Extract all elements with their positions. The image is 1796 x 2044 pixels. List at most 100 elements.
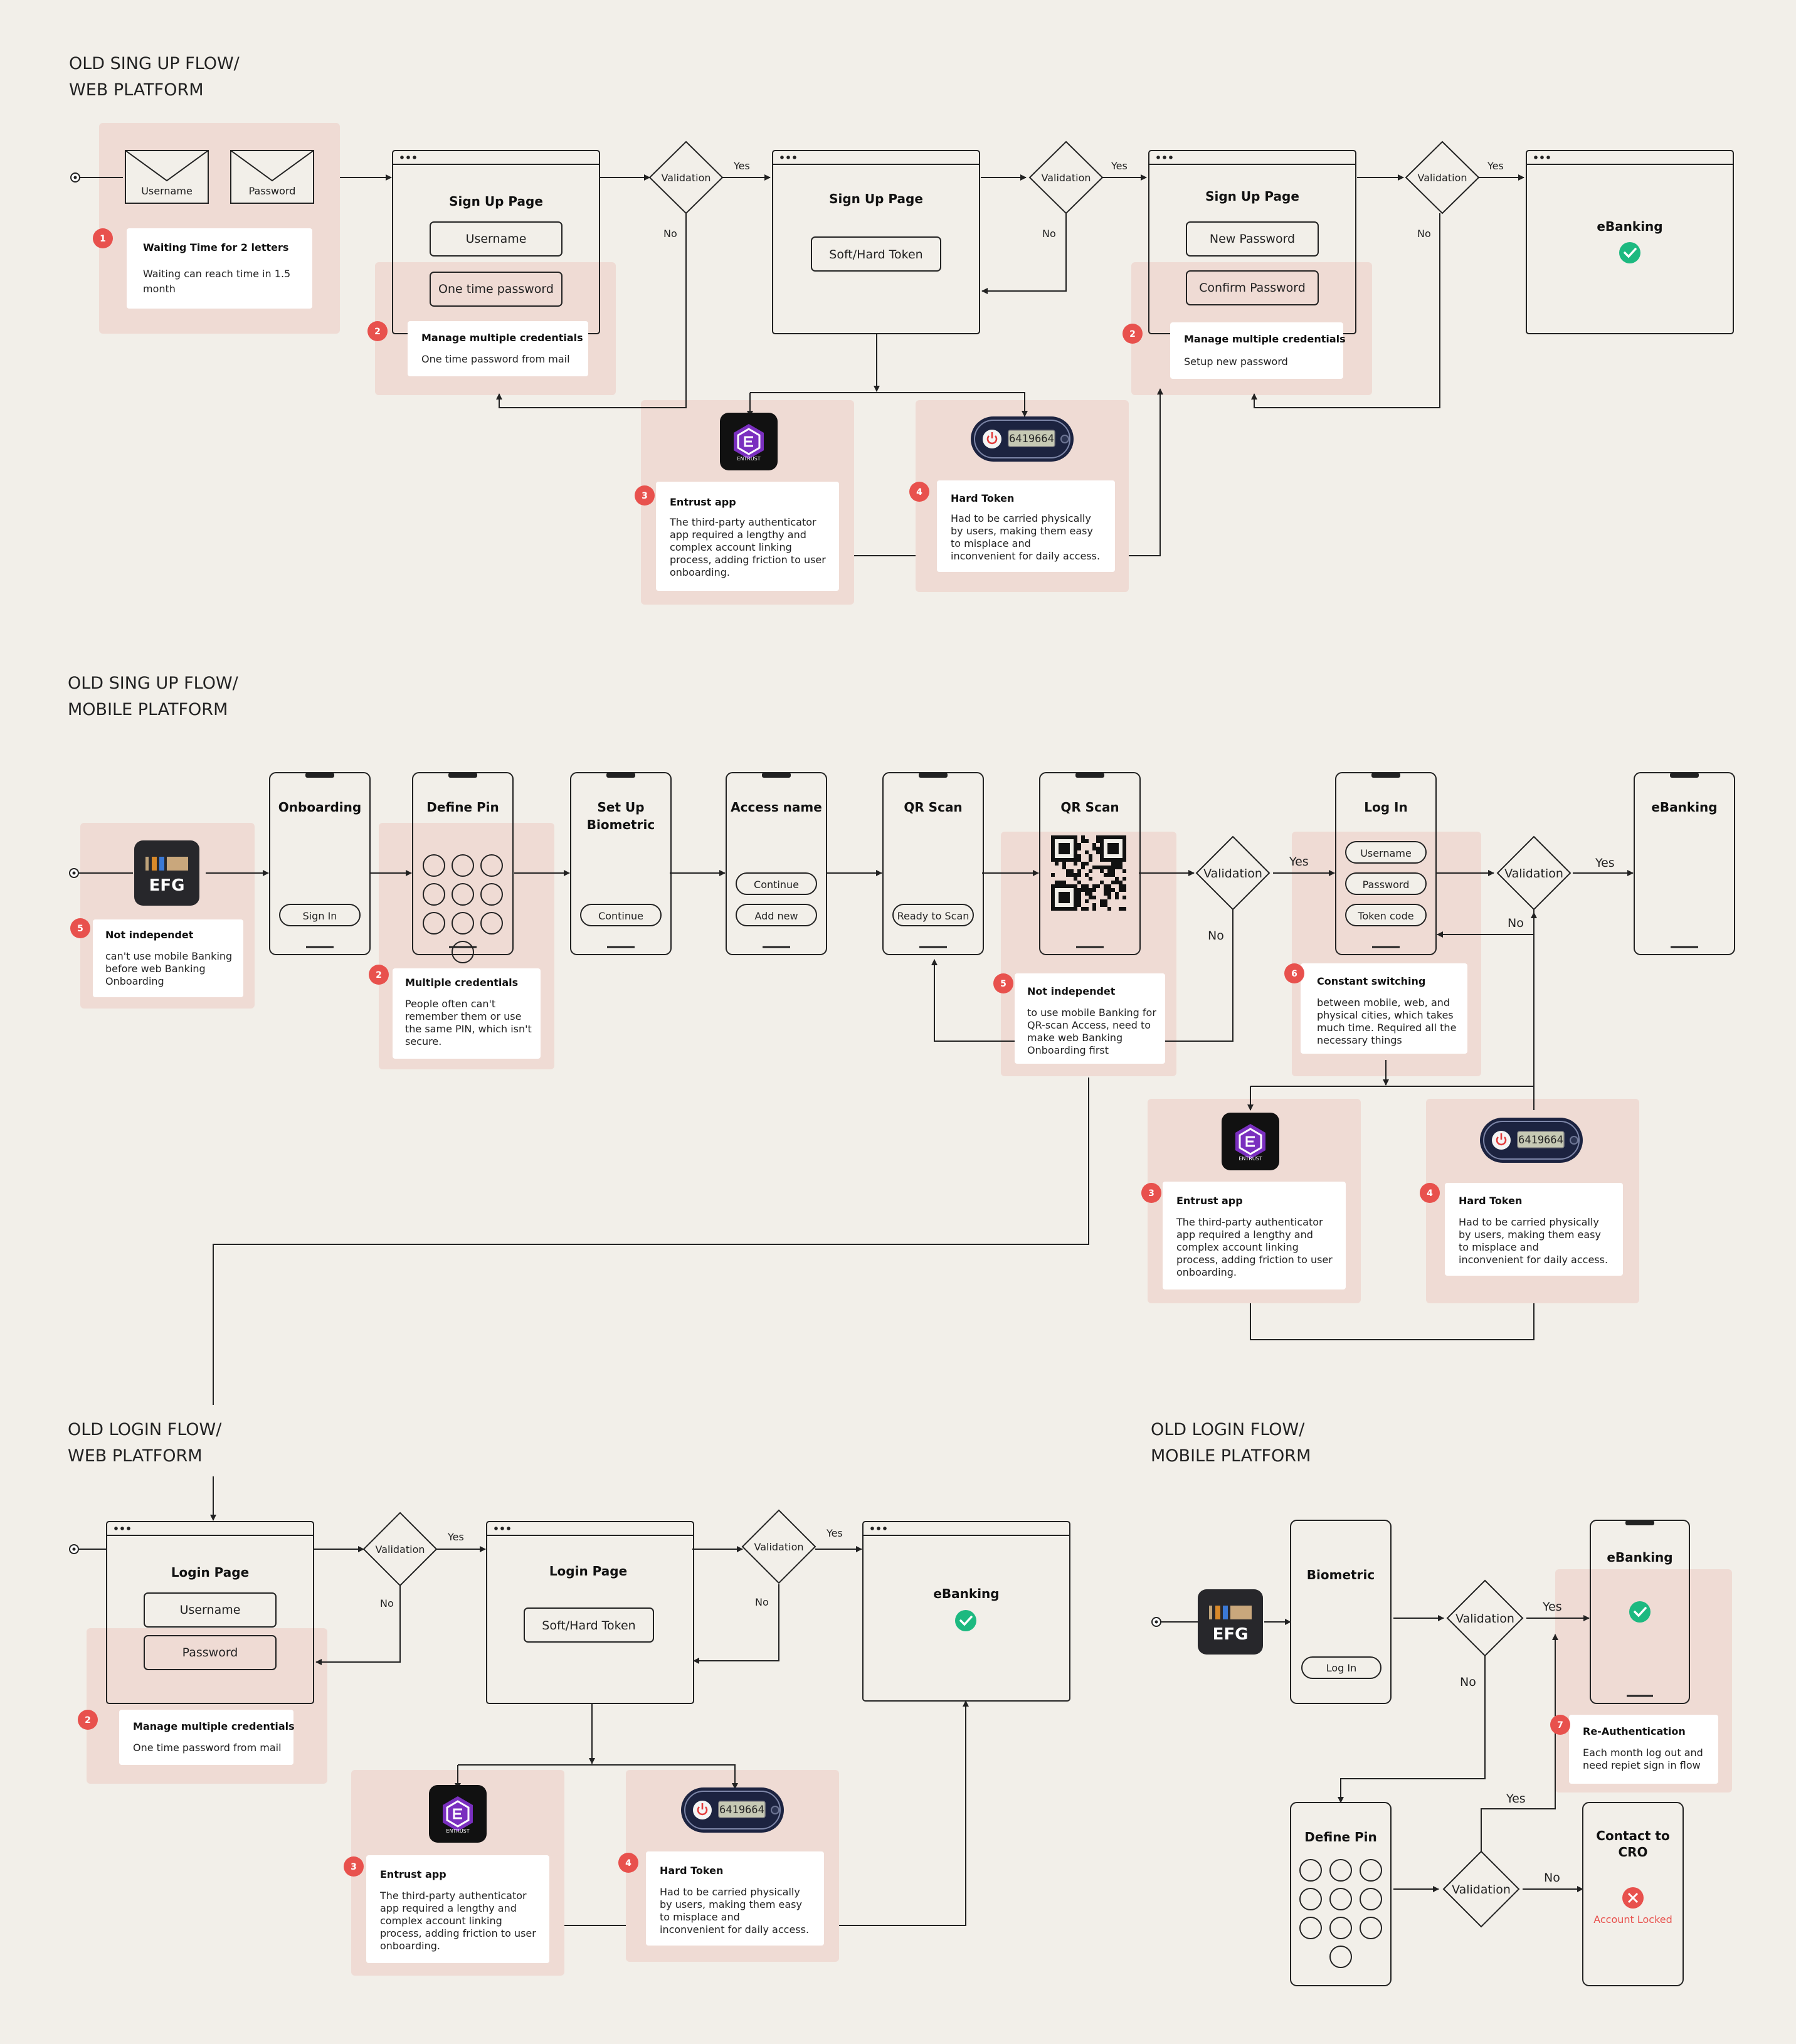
svg-text:6: 6: [1291, 969, 1297, 979]
svg-text:Yes: Yes: [1595, 856, 1615, 870]
svg-text:Entrust app: Entrust app: [380, 1868, 446, 1880]
signup-2-token-field[interactable]: [811, 236, 941, 272]
note-entrust-1: 3 Entrust app The third-party authentica…: [635, 482, 839, 591]
svg-text:Log In: Log In: [1326, 1662, 1357, 1674]
decision-1-no: No: [663, 228, 677, 240]
phone-button[interactable]: [736, 904, 817, 926]
svg-text:inconvenient for daily access.: inconvenient for daily access.: [951, 550, 1100, 562]
phone-define-pin-login: Define Pin: [1290, 1802, 1392, 1986]
envelope-username: Username: [125, 150, 209, 204]
svg-text:The third-party authenticator: The third-party authenticator: [379, 1890, 527, 1902]
signup-1-username-field[interactable]: [430, 221, 563, 257]
phone-title: eBanking: [1651, 800, 1717, 815]
hard-token-display: 6419664: [1009, 433, 1054, 445]
note-waiting-time: 1 Waiting Time for 2 letters Waiting can…: [93, 228, 312, 309]
svg-text:by users, making them easy: by users, making them easy: [1459, 1229, 1601, 1241]
signup-3-confirm-password-field[interactable]: [1186, 270, 1319, 305]
svg-text:Yes: Yes: [1542, 1600, 1562, 1614]
login-2-title: Login Page: [549, 1564, 627, 1579]
section-title-web-signup-2: WEB PLATFORM: [69, 80, 204, 100]
signup-1-otp-field[interactable]: [430, 272, 563, 307]
signup-1-title: Sign Up Page: [449, 194, 543, 209]
qr-code-icon: [1051, 835, 1126, 911]
svg-text:to misplace and: to misplace and: [951, 537, 1031, 549]
phone-button[interactable]: [1345, 904, 1427, 926]
svg-text:app required a lengthy and: app required a lengthy and: [380, 1902, 517, 1914]
phone-title: Define Pin: [426, 800, 499, 815]
signup-3-title: Sign Up Page: [1205, 189, 1299, 204]
svg-text:Entrust app: Entrust app: [1176, 1195, 1243, 1207]
signup-3-new-password-field[interactable]: [1186, 221, 1319, 257]
hard-token-display-3: 6419664: [719, 1804, 764, 1816]
signup-3-confirm-password-label: Confirm Password: [1199, 281, 1306, 295]
svg-text:Validation: Validation: [375, 1544, 425, 1555]
section-title-mobile-signup-2: MOBILE PLATFORM: [68, 700, 228, 719]
svg-text:5: 5: [77, 924, 83, 934]
note-hard-token-2: 4 Hard Token Had to be carried physicall…: [1420, 1183, 1623, 1276]
note-entrust-2: 3 Entrust app The third-party authentica…: [1141, 1182, 1346, 1289]
browser-window-ebanking-web: eBanking: [1526, 150, 1734, 334]
svg-text:Yes: Yes: [447, 1531, 464, 1543]
biometric-login-button[interactable]: [1301, 1656, 1381, 1679]
svg-text:Onboarding: Onboarding: [105, 975, 164, 987]
svg-text:app required a lengthy and: app required a lengthy and: [670, 529, 806, 541]
decision-2-label: Validation: [1041, 172, 1091, 184]
svg-text:5: 5: [1000, 979, 1006, 989]
phone-button[interactable]: [1345, 841, 1427, 864]
svg-text:need repiet sign in flow: need repiet sign in flow: [1583, 1759, 1701, 1771]
svg-text:No: No: [1508, 916, 1524, 930]
svg-text:QR-scan Access, need to: QR-scan Access, need to: [1027, 1019, 1151, 1031]
svg-text:One time password from mail: One time password from mail: [421, 353, 570, 365]
browser-window-login-1: Login Page Username Password: [106, 1521, 314, 1704]
efg-logo-icon: [134, 840, 199, 906]
phone-button-label: Password: [1363, 879, 1410, 891]
svg-text:4: 4: [916, 487, 922, 497]
browser-window-signup-3: Sign Up Page New Password Confirm Passwo…: [1148, 150, 1356, 334]
svg-text:Validation: Validation: [1203, 867, 1262, 881]
svg-text:Waiting Time for 2 letters: Waiting Time for 2 letters: [143, 241, 288, 253]
success-check-icon-2: [954, 1609, 978, 1633]
decision-web-signup-2: Validation Yes No: [1028, 140, 1128, 240]
phone-button[interactable]: [892, 904, 974, 926]
phone-button-label: Add new: [754, 910, 798, 922]
login-1-password-field[interactable]: [144, 1635, 277, 1670]
phone-button[interactable]: [736, 872, 817, 895]
phone-button[interactable]: [279, 904, 361, 926]
login-1-username-field[interactable]: [144, 1592, 277, 1628]
phone-title: QR Scan: [1060, 800, 1119, 815]
note-not-independent-2: 5 Not independet to use mobile Banking f…: [993, 973, 1165, 1064]
decision-mobile-login-1: Validation Yes No: [1446, 1579, 1562, 1689]
svg-text:Multiple credentials: Multiple credentials: [405, 977, 518, 988]
svg-text:People often can't: People often can't: [405, 998, 495, 1010]
svg-text:to use mobile Banking for: to use mobile Banking for: [1027, 1007, 1156, 1019]
note-hard-token-1: 4 Hard Token Had to be carried physicall…: [909, 480, 1115, 572]
svg-text:2: 2: [85, 1715, 91, 1725]
login-2-token-field[interactable]: [524, 1607, 654, 1643]
svg-text:process, adding friction to us: process, adding friction to user: [1176, 1254, 1333, 1266]
phone-title: QR Scan: [904, 800, 962, 815]
svg-text:2: 2: [376, 970, 382, 980]
svg-text:complex account linking: complex account linking: [1176, 1241, 1299, 1253]
phone-title: Access name: [731, 800, 822, 815]
phone-title: Onboarding: [278, 800, 361, 815]
biometric-title: Biometric: [1307, 1567, 1375, 1582]
decision-2-no: No: [1042, 228, 1056, 240]
phone-button[interactable]: [1345, 872, 1427, 895]
svg-text:to misplace and: to misplace and: [1459, 1241, 1539, 1253]
ebanking-login-title: eBanking: [933, 1586, 999, 1601]
svg-text:make web Banking: make web Banking: [1027, 1032, 1122, 1044]
svg-text:1: 1: [100, 234, 106, 244]
svg-text:3: 3: [642, 491, 648, 501]
svg-text:Yes: Yes: [1289, 855, 1309, 869]
svg-text:Setup new password: Setup new password: [1184, 356, 1288, 368]
svg-text:onboarding.: onboarding.: [670, 566, 730, 578]
svg-text:No: No: [755, 1596, 769, 1608]
note-re-authentication: 7 Re-Authentication Each month log out a…: [1550, 1715, 1718, 1784]
phone-button[interactable]: [580, 904, 662, 926]
signup-3-new-password-label: New Password: [1210, 232, 1295, 246]
svg-text:3: 3: [1148, 1189, 1154, 1199]
